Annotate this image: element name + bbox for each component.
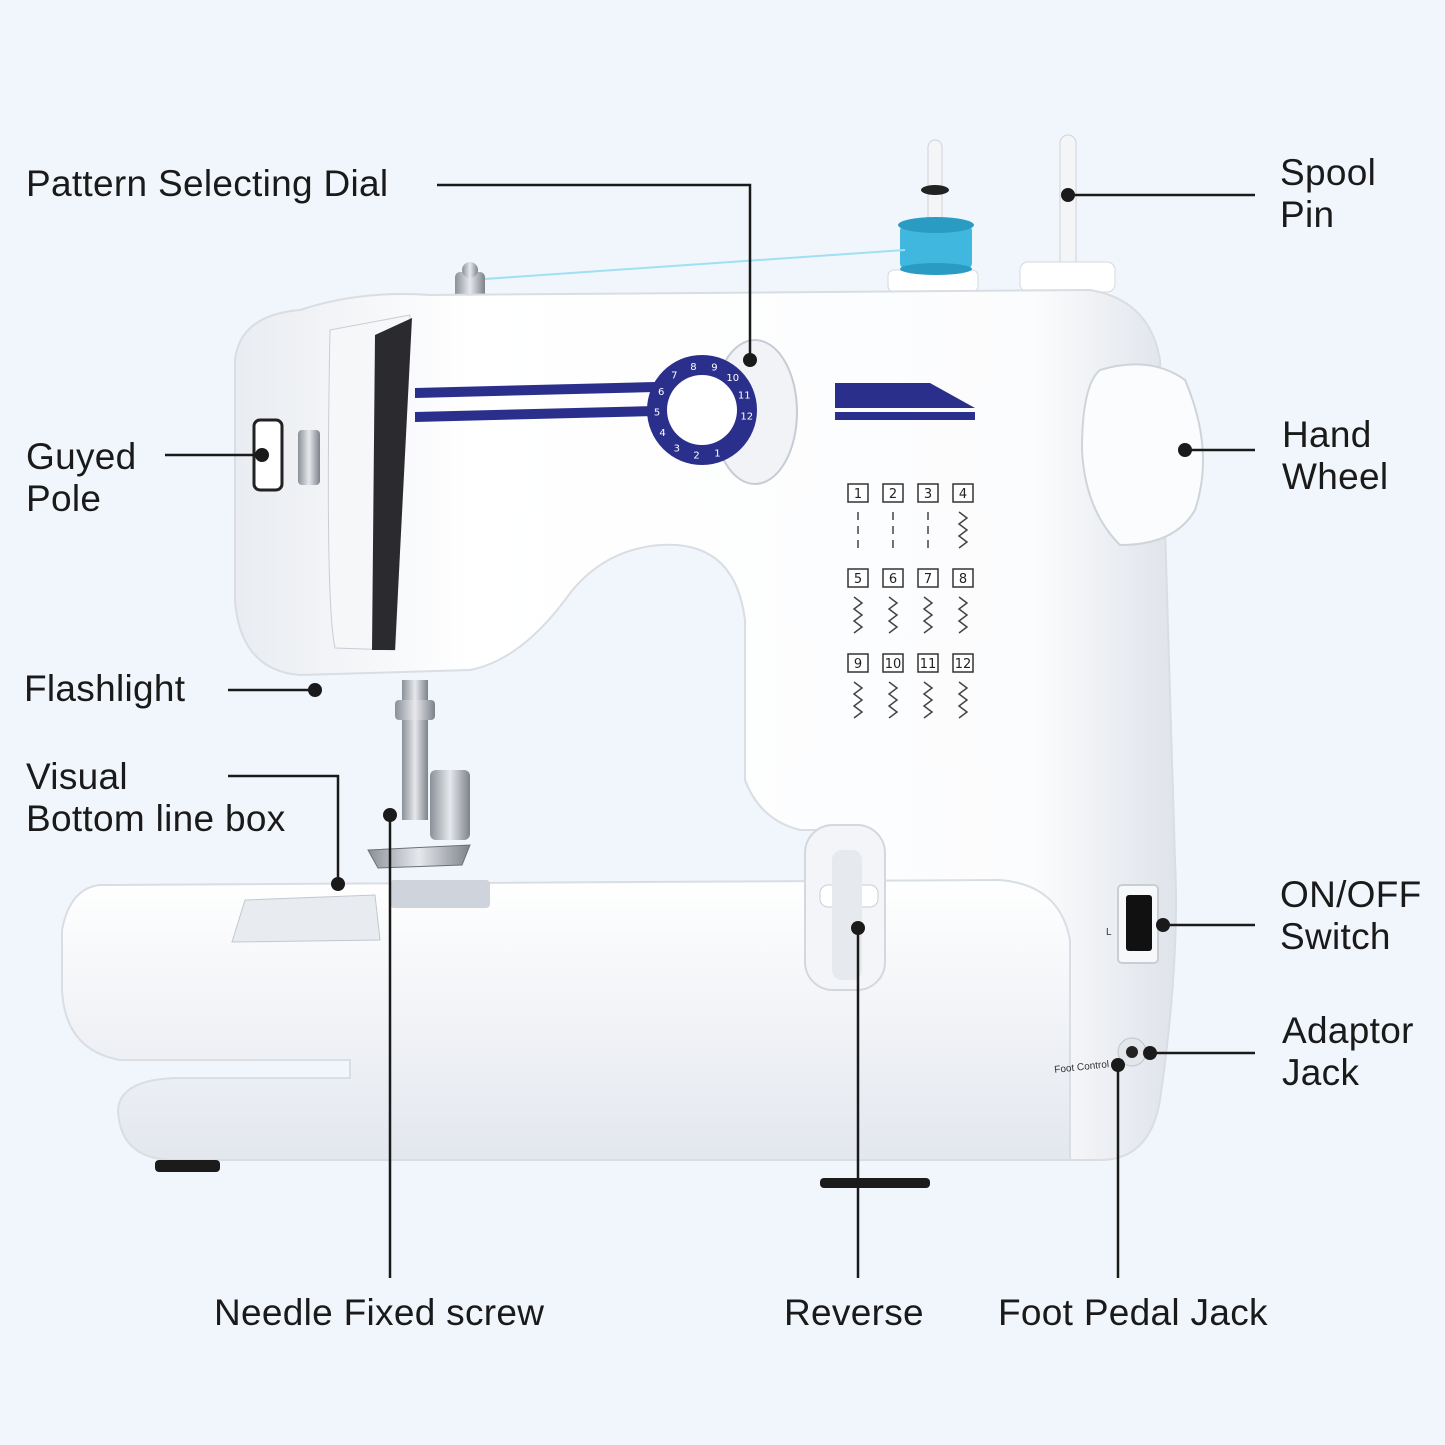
stitch-number-box: [847, 568, 869, 588]
dial-number: 8: [690, 362, 696, 373]
thread-spool: [469, 217, 974, 281]
needle-assembly: [367, 680, 471, 869]
stitch-number: 4: [959, 487, 967, 502]
hand-wheel: [1080, 363, 1204, 547]
stitch-number: 8: [959, 572, 967, 587]
dial-number: 6: [658, 387, 664, 398]
label-foot-pedal-jack: Foot Pedal Jack: [998, 1292, 1268, 1333]
stitch-number-box: [952, 568, 974, 588]
label-on-off-switch: ON/OFF Switch: [1280, 874, 1422, 957]
stitch-glyph: [852, 681, 864, 719]
power-switch: [1117, 884, 1159, 964]
stitch-number-box: [952, 483, 974, 503]
label-adaptor-jack: Adaptor Jack: [1282, 1010, 1414, 1093]
reverse-lever: [804, 824, 886, 991]
dial-number: 3: [674, 443, 680, 454]
stitch-number: 9: [854, 657, 862, 672]
stitch-number-box: [882, 653, 904, 673]
stitch-number-box: [847, 653, 869, 673]
stitch-glyph: [922, 681, 934, 719]
switch-l-text: L: [1106, 927, 1112, 938]
stitch-number: 12: [955, 657, 972, 672]
stitch-number: 7: [924, 572, 932, 587]
stitch-number: 2: [889, 487, 897, 502]
stitch-glyph: [922, 596, 934, 634]
pattern-dial: [647, 339, 798, 485]
stitch-glyph: [957, 596, 969, 634]
jacks: [1117, 1037, 1147, 1067]
stitch-number: 5: [854, 572, 862, 587]
decor-stripes: [415, 382, 975, 422]
label-needle-screw: Needle Fixed screw: [214, 1292, 545, 1333]
label-guyed-pole: Guyed Pole: [26, 436, 137, 519]
stitch-number-box: [847, 483, 869, 503]
label-flashlight: Flashlight: [24, 668, 186, 709]
stitch-number: 6: [889, 572, 897, 587]
stitch-glyph: [887, 681, 899, 719]
stitch-number: 1: [854, 487, 862, 502]
label-bottom-line-box: Visual Bottom line box: [26, 756, 286, 839]
dial-number: 7: [671, 371, 677, 382]
stitch-number: 11: [920, 657, 937, 672]
stitch-number: 10: [885, 657, 902, 672]
dial-number: 4: [659, 428, 665, 439]
stitch-glyph: [887, 596, 899, 634]
label-reverse: Reverse: [784, 1292, 924, 1333]
dial-number: 10: [726, 373, 739, 384]
leader-lines: [165, 183, 1255, 1278]
stitch-number: 3: [924, 487, 932, 502]
stitch-glyph: [852, 596, 864, 634]
stitch-number-box: [882, 568, 904, 588]
dial-number: 9: [711, 363, 717, 374]
dial-number: 5: [654, 408, 660, 419]
stitch-glyph: [957, 511, 969, 549]
dial-number: 11: [738, 391, 751, 402]
stitch-glyph: [957, 681, 969, 719]
dial-number: 2: [693, 451, 699, 462]
needle-plate: [231, 894, 381, 943]
stitch-number-box: [952, 653, 974, 673]
dial-number: 12: [740, 412, 753, 423]
label-hand-wheel: Hand Wheel: [1282, 414, 1389, 497]
stitch-number-box: [917, 568, 939, 588]
leader-dots: [255, 188, 1192, 1072]
stitch-number-box: [917, 653, 939, 673]
stitch-number-box: [882, 483, 904, 503]
stitch-number-box: [917, 483, 939, 503]
label-pattern-dial: Pattern Selecting Dial: [26, 163, 389, 204]
dial-number: 1: [714, 448, 720, 459]
label-spool-pin: Spool Pin: [1280, 152, 1377, 235]
machine-base: [61, 878, 1071, 1161]
